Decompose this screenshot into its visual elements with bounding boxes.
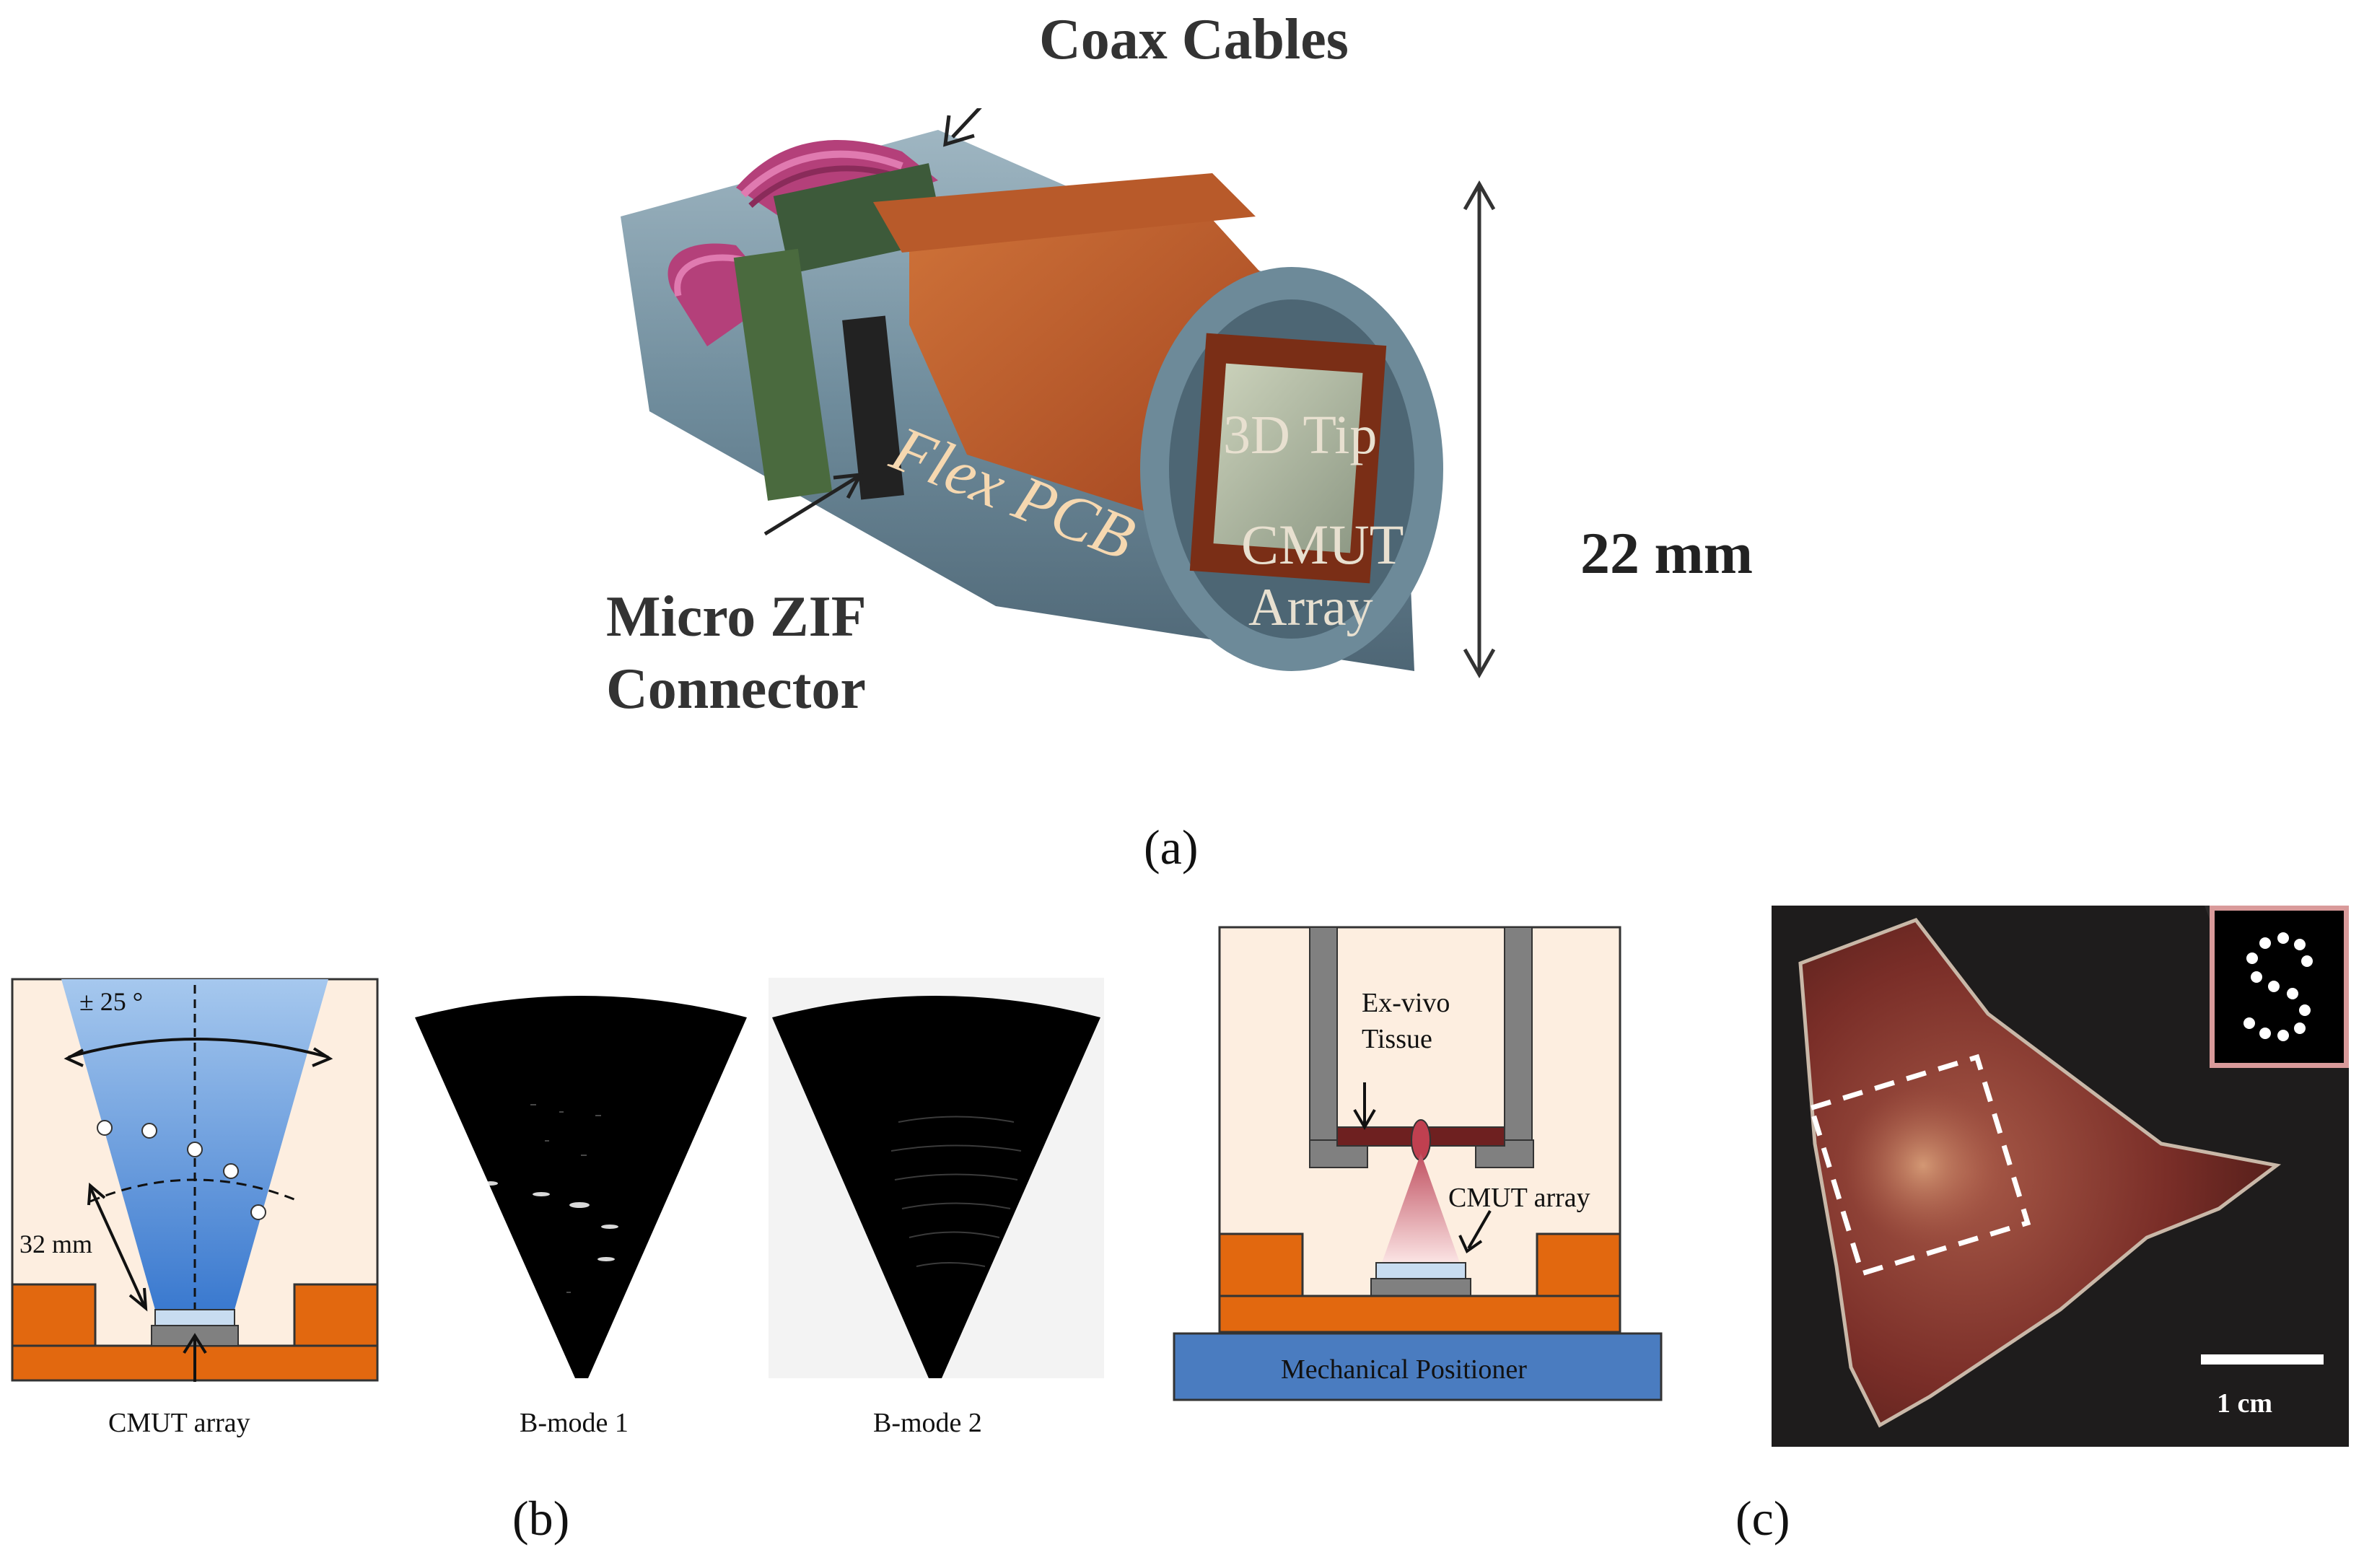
tip-label: 3D Tip: [1223, 405, 1378, 465]
probe-photo: [621, 27, 1496, 679]
angle-label: ± 25 °: [79, 987, 144, 1016]
roi-box: [1808, 1054, 2031, 1277]
orange-mount-left: [11, 1283, 97, 1347]
caption-c: (c): [1735, 1491, 1790, 1546]
tissue-label-line2: Tissue: [1362, 1024, 1432, 1054]
cmut-label-line1: CMUT: [1241, 513, 1404, 576]
caption-a: (a): [1144, 820, 1199, 875]
cmut-label-line2: Array: [1248, 578, 1373, 637]
angle-arc: [68, 1038, 329, 1059]
positioner-block: [1173, 1332, 1663, 1401]
zif-label-line2: Connector: [606, 657, 866, 721]
pcb-board-side: [733, 248, 833, 501]
zif-label-line1: Micro ZIF: [606, 585, 867, 649]
bmode-image-2: [769, 978, 1104, 1378]
setup-orange-left: [1218, 1232, 1304, 1300]
inset-pattern: [2210, 906, 2349, 1068]
depth-label: 32 mm: [19, 1230, 93, 1258]
zif-connector: [842, 315, 904, 500]
scalebar-label: 1 cm: [2217, 1388, 2273, 1419]
caption-b: (b): [512, 1491, 570, 1546]
setup-array-label: CMUT array: [1448, 1183, 1590, 1213]
schematic-array-label: CMUT array: [108, 1408, 250, 1438]
orange-mount-right: [293, 1283, 379, 1347]
bmode-2-label: B-mode 2: [873, 1408, 982, 1438]
cmut-array-element: [154, 1309, 235, 1326]
zif-pointer: [763, 474, 860, 536]
scatterer: [187, 1142, 203, 1157]
panel-b-setup: Ex-vivo Tissue CMUT array Mechanical Pos…: [1173, 924, 1663, 1403]
holder-wall-left: [1309, 927, 1338, 1141]
dimension-label: 22 mm: [1580, 520, 1754, 586]
holder-wall-right: [1504, 927, 1533, 1141]
setup-cmut-element: [1375, 1262, 1466, 1279]
depth-arrow: [89, 1186, 146, 1307]
scalebar-line: [2201, 1354, 2324, 1365]
ultrasound-beam: [1382, 1153, 1460, 1263]
scatterer: [223, 1163, 239, 1179]
tissue-sample: [1798, 918, 2282, 1428]
scatterer: [141, 1123, 157, 1139]
panel-c-photo: 1 cm: [1772, 906, 2349, 1447]
scatterer: [97, 1120, 113, 1136]
bmode-image-1: [415, 989, 747, 1378]
panel-b-schematic: ± 25 ° 32 mm: [11, 978, 379, 1382]
coax-cables-label: Coax Cables: [1039, 8, 1349, 71]
depth-arc: [89, 1178, 300, 1203]
array-pointer: [1467, 1210, 1492, 1249]
setup-array-substrate: [1370, 1278, 1471, 1297]
setup-orange-base: [1218, 1295, 1621, 1333]
s-dot-pattern: [2243, 932, 2313, 1041]
cmut-array-chip: [1213, 363, 1363, 553]
panel-a: Coax Cables Flex PCB 3D Tip CMUT Array M…: [563, 8, 1833, 772]
heated-region: [1844, 1086, 2002, 1245]
positioner-label: Mechanical Positioner: [1281, 1354, 1527, 1385]
tissue-label-line1: Ex-vivo: [1362, 988, 1450, 1018]
bmode-1-label: B-mode 1: [520, 1408, 629, 1438]
coax-pointer: [951, 27, 1055, 139]
scatterer: [250, 1204, 266, 1220]
setup-orange-right: [1536, 1232, 1621, 1300]
